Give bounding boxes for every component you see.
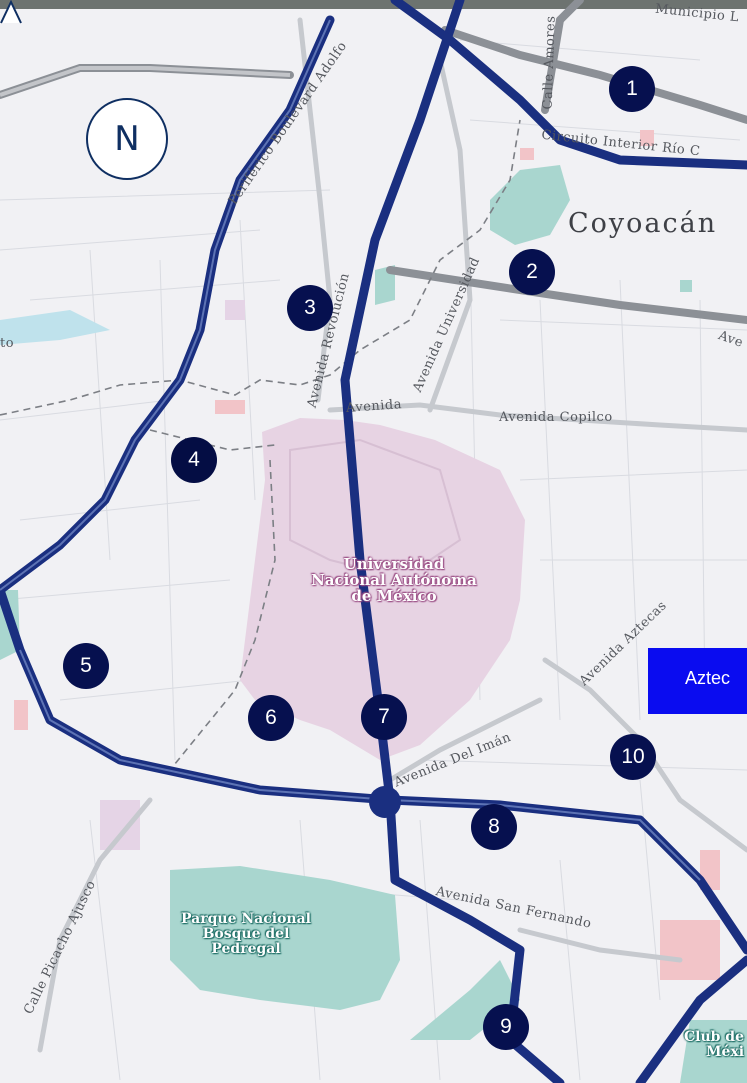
club-line-2: Méxi xyxy=(706,1044,745,1060)
street-avenida-copilco: Avenida Copilco xyxy=(499,410,613,425)
map-marker-7[interactable]: 7 xyxy=(361,694,407,740)
place-unam-label: Universidad Nacional Autónoma de México xyxy=(298,556,490,604)
highway-highlight xyxy=(0,19,701,881)
map-marker-4[interactable]: 4 xyxy=(171,437,217,483)
park-pedregal xyxy=(170,866,400,1010)
unam-campus-area xyxy=(240,418,525,760)
unam-line-2: Nacional Autónoma xyxy=(311,571,477,589)
minor-streets xyxy=(0,39,747,1081)
park-coyoacan xyxy=(490,165,570,245)
park-line-2: Bosque del xyxy=(202,926,290,942)
map-marker-6[interactable]: 6 xyxy=(248,695,294,741)
secondary-roads xyxy=(37,17,747,1053)
highlight-tag-aztec[interactable]: Aztec xyxy=(648,648,747,714)
compass-arrow-icon xyxy=(0,0,22,24)
map-marker-8[interactable]: 8 xyxy=(471,804,517,850)
club-line-1: Club de xyxy=(684,1029,744,1045)
park-green-small xyxy=(375,265,395,305)
place-club-label: Club de Méxi xyxy=(684,1030,747,1060)
campus-inner-road xyxy=(289,438,462,572)
park-line-3: Pedregal xyxy=(211,941,281,957)
park-line-1: Parque Nacional xyxy=(181,911,311,927)
map-marker-2[interactable]: 2 xyxy=(509,249,555,295)
map-marker-5[interactable]: 5 xyxy=(63,643,109,689)
map-marker-9[interactable]: 9 xyxy=(483,1004,529,1050)
street-left-partial: to xyxy=(0,336,15,351)
map-marker-10[interactable]: 10 xyxy=(610,734,656,780)
compass-north[interactable]: N xyxy=(86,98,168,180)
borough-boundary xyxy=(0,119,521,771)
water-strip xyxy=(0,310,110,345)
unam-line-3: de México xyxy=(351,587,437,605)
map-marker-1[interactable]: 1 xyxy=(609,66,655,112)
building-patches xyxy=(14,130,720,980)
highway-interchange xyxy=(369,786,401,818)
district-label-coyoacan: Coyoacán xyxy=(568,208,718,239)
unam-line-1: Universidad xyxy=(343,555,445,573)
top-edge-strip xyxy=(0,0,747,9)
place-pedregal-label: Parque Nacional Bosque del Pedregal xyxy=(166,912,326,957)
map-marker-3[interactable]: 3 xyxy=(287,285,333,331)
top-grey-road xyxy=(0,66,291,97)
park-club xyxy=(680,1020,747,1083)
